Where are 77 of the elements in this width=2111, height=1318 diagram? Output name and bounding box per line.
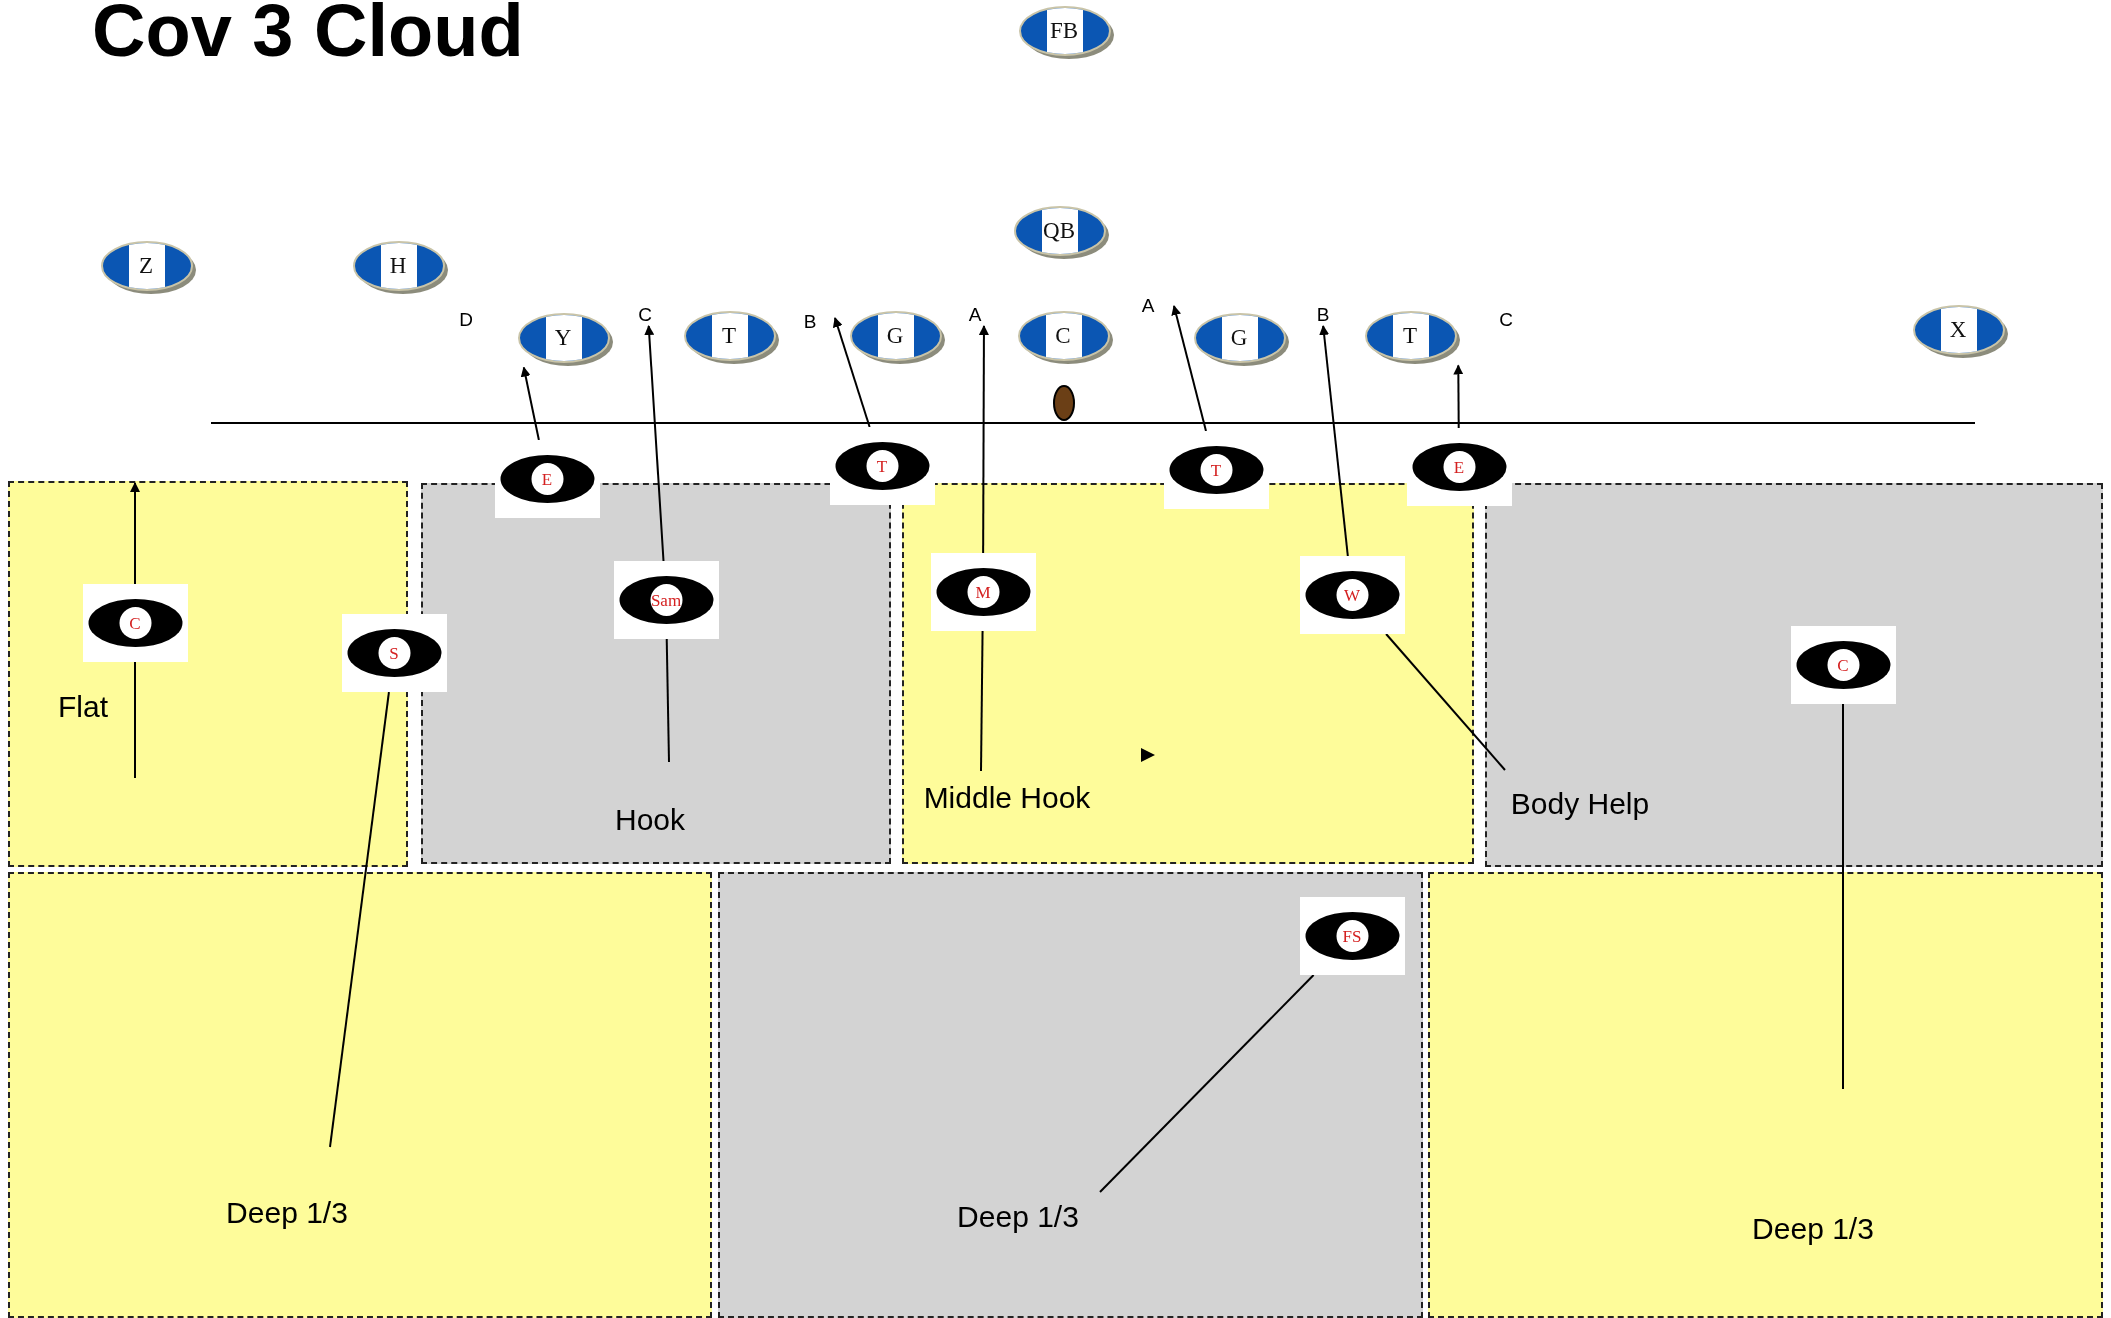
defender-marker [82,584,188,662]
offense-player-marker [1192,310,1290,368]
defender-marker [1299,897,1405,975]
gap-label: C [635,304,655,326]
player-letter: C [1055,323,1071,347]
gap-label: D [459,309,473,329]
defender-letter: FS [1342,927,1362,945]
assignment-line [134,661,136,779]
defender-letter: Sam [650,591,682,609]
offense-player-marker [1911,302,2009,360]
coverage-zone [8,481,408,867]
assignment-line [980,630,984,772]
rush-arrow [1319,325,1349,557]
defender-letter: T [1210,461,1222,479]
coverage-zone [421,483,891,864]
defender-letter: W [1343,586,1360,604]
rush-arrow [644,325,665,562]
offense-player-marker [1016,308,1114,366]
offense-player-marker [99,238,197,296]
defender-marker [1790,626,1896,704]
coverage-zone [718,872,1423,1318]
assignment-line [1842,703,1844,1090]
assignment-line [329,691,390,1148]
gap-label: B [800,311,820,333]
zone-label: Deep 1/3 [226,1198,348,1228]
offense-player-marker [682,308,780,366]
defender-letter: S [389,644,399,662]
assignment-line [1385,633,1506,771]
rush-arrow [832,317,871,428]
offense-player-marker [1017,3,1115,61]
defender-letter: C [1837,656,1849,674]
rush-arrow [1171,305,1207,432]
defender-marker [1299,556,1405,634]
rush-arrow [130,482,140,585]
gap-label: B [1313,304,1333,326]
rush-arrow [1453,364,1464,429]
player-letter: Y [554,325,572,349]
assignment-line [665,638,670,763]
zone-label: Flat [58,692,108,722]
offense-player-marker [351,238,449,296]
defender-letter: E [541,470,553,488]
player-letter: QB [1043,218,1075,242]
diagram-title: Cov 3 Cloud [92,0,524,68]
player-letter: H [389,253,407,277]
defender-letter: E [1453,458,1465,476]
offense-player-marker [1012,203,1110,261]
rush-arrow [978,325,989,554]
zone-label: Body Help [1510,789,1650,819]
player-letter: Z [138,253,154,277]
zone-label: Middle Hook [923,783,1091,813]
assignment-line [1099,974,1315,1193]
rush-arrow [520,366,540,441]
defender-letter: T [876,457,888,475]
offense-player-marker [1363,308,1461,366]
player-letter: G [886,323,904,347]
coverage-zone [1428,872,2103,1318]
player-letter: X [1949,317,1967,341]
defender-letter: M [975,583,991,601]
offense-player-marker [516,310,614,368]
defender-letter: C [129,614,141,632]
player-letter: G [1230,325,1248,349]
defender-marker [341,614,447,692]
coverage-zone [1485,483,2103,867]
gap-label: C [1499,309,1513,329]
zone-label: Deep 1/3 [957,1202,1079,1232]
zone-label: Deep 1/3 [1752,1214,1874,1244]
player-letter: FB [1049,18,1079,42]
defender-marker [930,553,1036,631]
offense-player-marker [848,308,946,366]
player-letter: T [721,323,737,347]
gap-label: A [1138,295,1158,317]
gap-label: A [965,304,985,326]
coverage-zone [902,483,1474,864]
player-letter: T [1402,323,1418,347]
coverage-zone [8,872,712,1318]
zone-label: Hook [615,805,685,835]
defender-marker [613,561,719,639]
